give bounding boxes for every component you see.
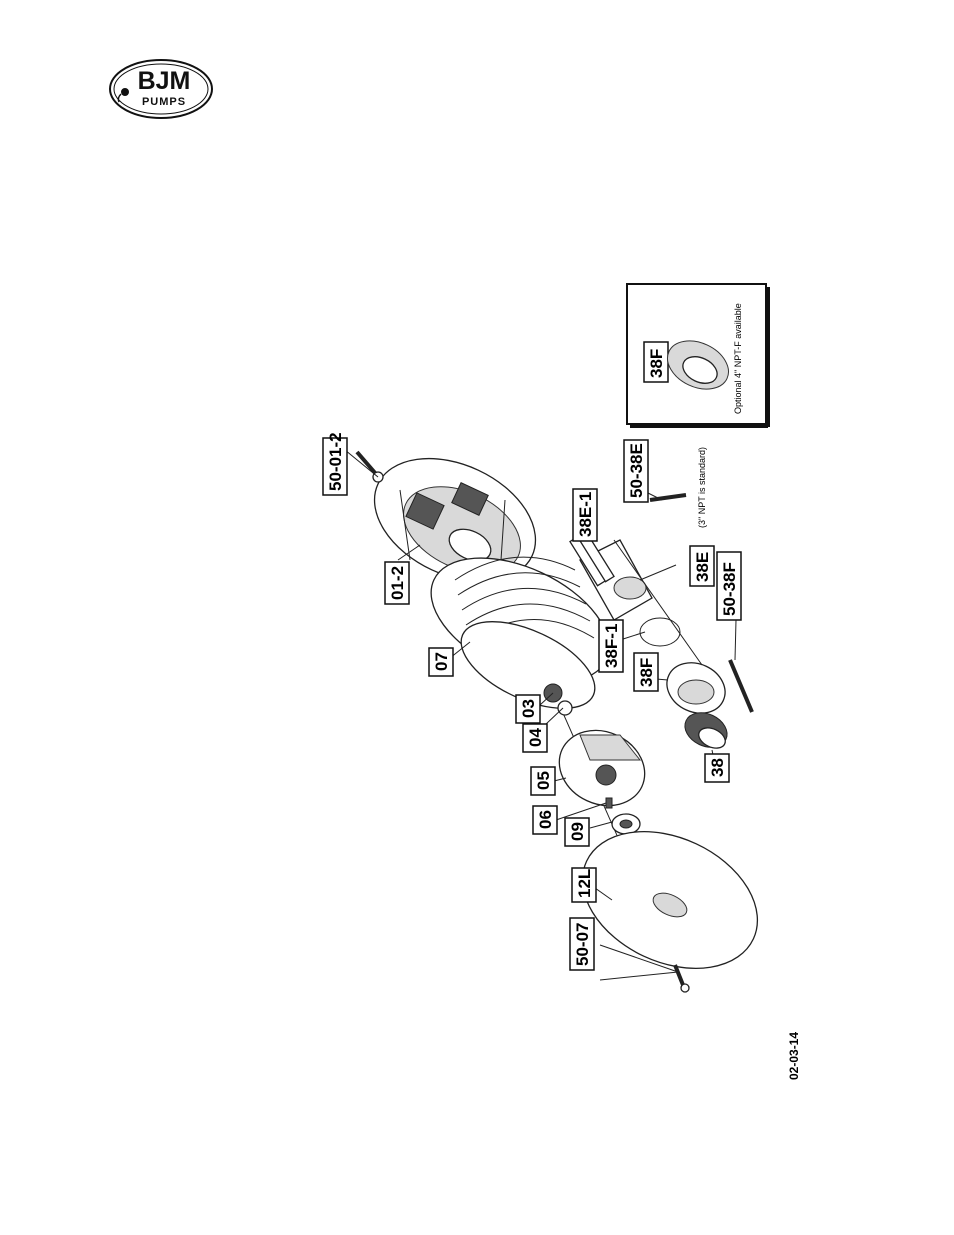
part-50-07-bolt [675, 965, 689, 992]
part-38-hose-fitting [679, 706, 732, 754]
optional-38F-box: 38F Optional 4" NPT-F available [627, 284, 768, 427]
label-09: 09 [565, 818, 589, 846]
label-50-38E-text: 50-38E [627, 443, 646, 498]
label-50-38F: 50-38F [717, 552, 741, 620]
label-09-text: 09 [568, 822, 587, 841]
label-07-text: 07 [432, 652, 451, 671]
part-50-38F-bolt [730, 660, 752, 712]
label-38: 38 [705, 754, 729, 782]
label-50-01-2-text: 50-01-2 [326, 432, 345, 491]
label-38F-1: 38F-1 [599, 620, 623, 672]
label-38F-1-text: 38F-1 [602, 624, 621, 668]
label-06-text: 06 [536, 810, 555, 829]
label-03: 03 [516, 695, 540, 723]
label-38E-text: 38E [693, 552, 712, 582]
part-50-01-2-screw [357, 452, 383, 482]
part-04-washer [558, 701, 572, 715]
label-38E: 38E [690, 546, 714, 586]
label-07: 07 [429, 648, 453, 676]
label-06: 06 [533, 806, 557, 834]
label-38F: 38F [634, 653, 658, 691]
label-50-07: 50-07 [570, 918, 594, 970]
label-50-01-2: 50-01-2 [323, 432, 347, 495]
label-38E-1-text: 38E-1 [576, 492, 595, 537]
label-50-38F-text: 50-38F [720, 562, 739, 616]
label-50-38E: 50-38E [624, 440, 648, 502]
part-38F-adapter [659, 654, 734, 723]
drawing-number: 02-03-14 [787, 1032, 801, 1080]
optional-npt-note: Optional 4" NPT-F available [733, 303, 743, 414]
part-50-38E-bolt [650, 495, 686, 500]
label-38-text: 38 [708, 758, 727, 777]
label-12L-text: 12L [575, 869, 594, 898]
part-06-key [606, 798, 612, 808]
label-38F-text: 38F [637, 658, 656, 687]
npt-standard-note: (3" NPT is standard) [697, 447, 707, 528]
part-38F-1-oring [640, 618, 680, 646]
label-05-text: 05 [534, 771, 553, 790]
label-38E-1: 38E-1 [573, 489, 597, 541]
label-04: 04 [523, 724, 547, 752]
label-04-text: 04 [526, 728, 545, 747]
label-05: 05 [531, 767, 555, 795]
label-50-07-text: 50-07 [573, 923, 592, 966]
label-12L: 12L [572, 868, 596, 902]
optional-box-label: 38F [647, 349, 666, 378]
label-01-2-text: 01-2 [388, 566, 407, 600]
label-01-2: 01-2 [385, 562, 409, 604]
label-03-text: 03 [519, 699, 538, 718]
